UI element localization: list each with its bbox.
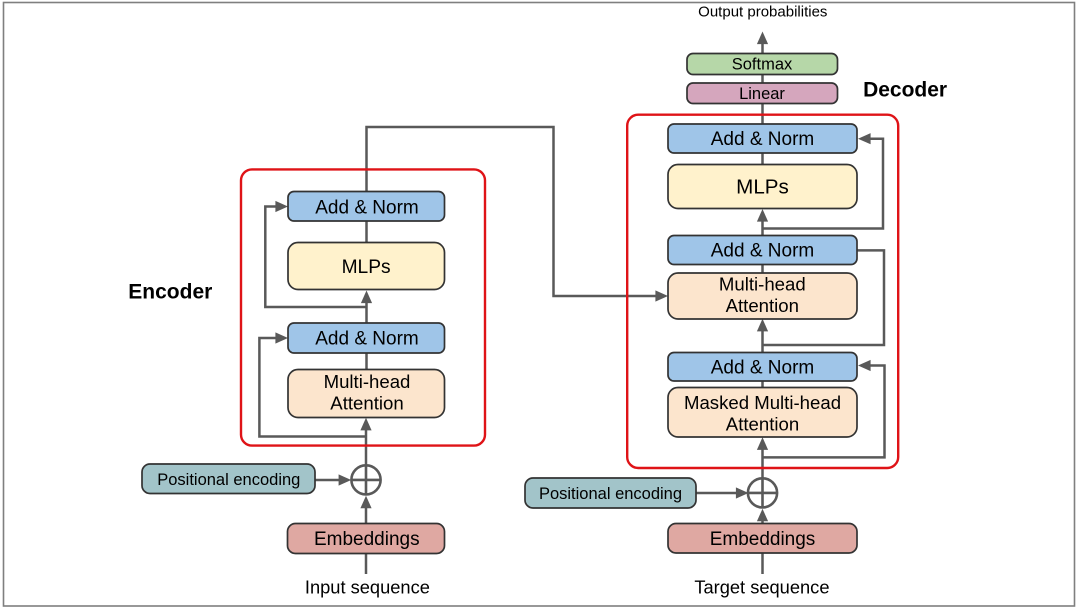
svg-text:Decoder: Decoder: [863, 79, 947, 102]
svg-text:Attention: Attention: [726, 295, 799, 316]
svg-text:Positional encoding: Positional encoding: [157, 471, 300, 489]
svg-text:Encoder: Encoder: [128, 281, 212, 304]
svg-text:Add & Norm: Add & Norm: [315, 329, 418, 350]
svg-text:MLPs: MLPs: [342, 257, 391, 278]
svg-text:Multi-head: Multi-head: [719, 274, 806, 295]
svg-text:Embeddings: Embeddings: [314, 529, 420, 550]
svg-text:Attention: Attention: [726, 414, 799, 435]
svg-text:Add & Norm: Add & Norm: [711, 358, 814, 379]
svg-text:Attention: Attention: [330, 392, 403, 413]
svg-text:Target sequence: Target sequence: [694, 576, 829, 597]
svg-text:Embeddings: Embeddings: [710, 529, 816, 550]
svg-text:Add & Norm: Add & Norm: [711, 241, 814, 262]
svg-text:Linear: Linear: [739, 85, 785, 103]
svg-text:Add & Norm: Add & Norm: [711, 129, 814, 150]
svg-text:Softmax: Softmax: [732, 56, 793, 74]
svg-text:Input sequence: Input sequence: [305, 576, 430, 597]
svg-text:Multi-head: Multi-head: [324, 371, 411, 392]
svg-text:Add & Norm: Add & Norm: [315, 198, 418, 219]
svg-text:Masked Multi-head: Masked Multi-head: [684, 392, 841, 413]
svg-text:Positional encoding: Positional encoding: [539, 485, 682, 503]
svg-text:Output probabilities: Output probabilities: [698, 4, 827, 21]
svg-text:MLPs: MLPs: [736, 175, 789, 198]
